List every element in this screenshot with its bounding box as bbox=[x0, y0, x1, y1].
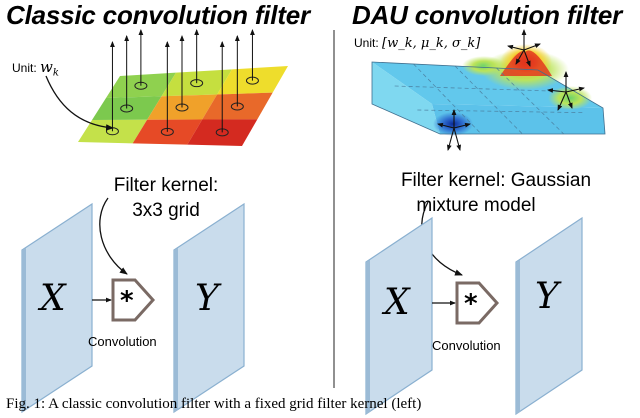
unit-weight-symbol: w bbox=[40, 58, 53, 76]
classic-title: Classic convolution filter bbox=[6, 0, 310, 30]
convolution-label: Convolution bbox=[88, 334, 157, 349]
displacement-arrow bbox=[565, 91, 573, 109]
unit-label-right: Unit: [w_k, μ_k, σ_k] bbox=[352, 36, 483, 51]
surface-grid-line bbox=[454, 65, 523, 135]
grid-cell bbox=[132, 119, 203, 145]
displacement-arrow bbox=[565, 86, 585, 93]
classic-grid bbox=[78, 29, 288, 146]
kernel-caption-line2: 3x3 grid bbox=[132, 200, 200, 221]
input-plane-edge bbox=[22, 248, 26, 412]
output-plane-edge-right bbox=[516, 260, 520, 414]
displacement-arrow bbox=[523, 43, 541, 51]
displacement-arrow bbox=[437, 122, 455, 129]
input-label: X bbox=[40, 278, 66, 319]
convolution-label-right: Convolution bbox=[432, 338, 501, 353]
unit-label-left: Unit: wk bbox=[12, 58, 59, 78]
kernel-caption-right-line2: mixture model bbox=[416, 195, 536, 216]
figure-caption: Fig. 1: A classic convolution filter wit… bbox=[6, 396, 422, 412]
unit-pointer-arrow bbox=[45, 75, 114, 131]
grid-cell bbox=[78, 119, 148, 144]
displacement-arrow bbox=[515, 49, 525, 65]
displacement-arrow bbox=[557, 91, 567, 111]
kernel-caption-line1: Filter kernel: bbox=[113, 175, 219, 196]
output-label-right: Y bbox=[535, 276, 559, 317]
gaussian-surface bbox=[371, 44, 606, 136]
unit-weight-subscript: k bbox=[52, 67, 59, 79]
displacement-arrow bbox=[523, 49, 531, 67]
output-label: Y bbox=[195, 278, 219, 319]
kernel-caption-right: Filter kernel: Gaussian mixture model bbox=[378, 168, 614, 218]
output-plane-edge bbox=[174, 248, 178, 412]
unit-label-text: Unit: bbox=[12, 61, 37, 75]
unit-params: [w_k, μ_k, σ_k] bbox=[382, 36, 481, 51]
dau-displacement-arrows bbox=[437, 29, 585, 151]
input-plane-edge-right bbox=[366, 260, 370, 414]
grid-cell bbox=[187, 119, 258, 146]
displacement-arrow bbox=[547, 88, 567, 93]
kernel-caption-right-line1: Filter kernel: Gaussian bbox=[400, 170, 592, 191]
displacement-arrow bbox=[453, 122, 471, 129]
convolution-symbol-right: * bbox=[464, 289, 478, 319]
input-label-right: X bbox=[384, 282, 410, 323]
displacement-arrow bbox=[507, 44, 525, 51]
surface-grid-line bbox=[496, 67, 565, 135]
convolution-symbol: * bbox=[120, 286, 134, 316]
unit-label-text-right: Unit: bbox=[354, 36, 379, 50]
kernel-caption-left: Filter kernel: 3x3 grid bbox=[98, 173, 234, 223]
displacement-arrow bbox=[453, 127, 461, 151]
convolution-operator bbox=[111, 278, 156, 322]
convolution-operator-right bbox=[455, 281, 500, 325]
displacement-arrow bbox=[447, 127, 455, 151]
kernel-pointer-arrow bbox=[99, 197, 128, 275]
dau-title: DAU convolution filter bbox=[352, 0, 623, 30]
surface-grid-line bbox=[413, 63, 482, 135]
